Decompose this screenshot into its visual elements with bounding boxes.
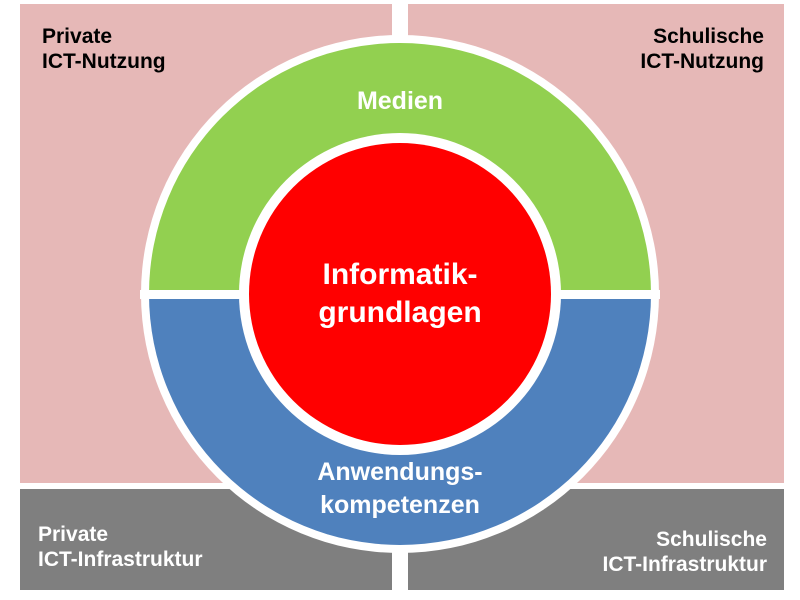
core-circle xyxy=(249,143,551,445)
label-line-1: Schulische xyxy=(656,528,767,551)
label-line-1: Schulische xyxy=(653,25,764,48)
label-line-2: ICT-Infrastruktur xyxy=(38,548,203,571)
label-line-2: kompetenzen xyxy=(320,491,480,519)
label-line-2: ICT-Nutzung xyxy=(42,50,166,73)
label-line-1: Anwendungs- xyxy=(317,458,483,486)
label-school-ict-usage: Schulische ICT-Nutzung xyxy=(640,24,764,74)
ring-label-media: Medien xyxy=(356,87,444,115)
core-label-computer-science-basics: Informatik- grundlagen xyxy=(200,256,600,332)
label-line-1: Private xyxy=(38,523,109,546)
label-private-ict-infrastructure: Private ICT-Infrastruktur xyxy=(38,522,203,572)
label-line-2: ICT-Nutzung xyxy=(640,50,764,73)
label-private-ict-usage: Private ICT-Nutzung xyxy=(42,24,166,74)
label-line-1: Informatik- xyxy=(322,258,478,291)
label-line-2: grundlagen xyxy=(318,296,482,329)
label-school-ict-infrastructure: Schulische ICT-Infrastruktur xyxy=(602,527,767,577)
label-line-2: ICT-Infrastruktur xyxy=(602,553,767,576)
ring-label-application-skills: Anwendungs- kompetenzen xyxy=(200,456,600,522)
label-line-1: Private xyxy=(42,25,113,48)
